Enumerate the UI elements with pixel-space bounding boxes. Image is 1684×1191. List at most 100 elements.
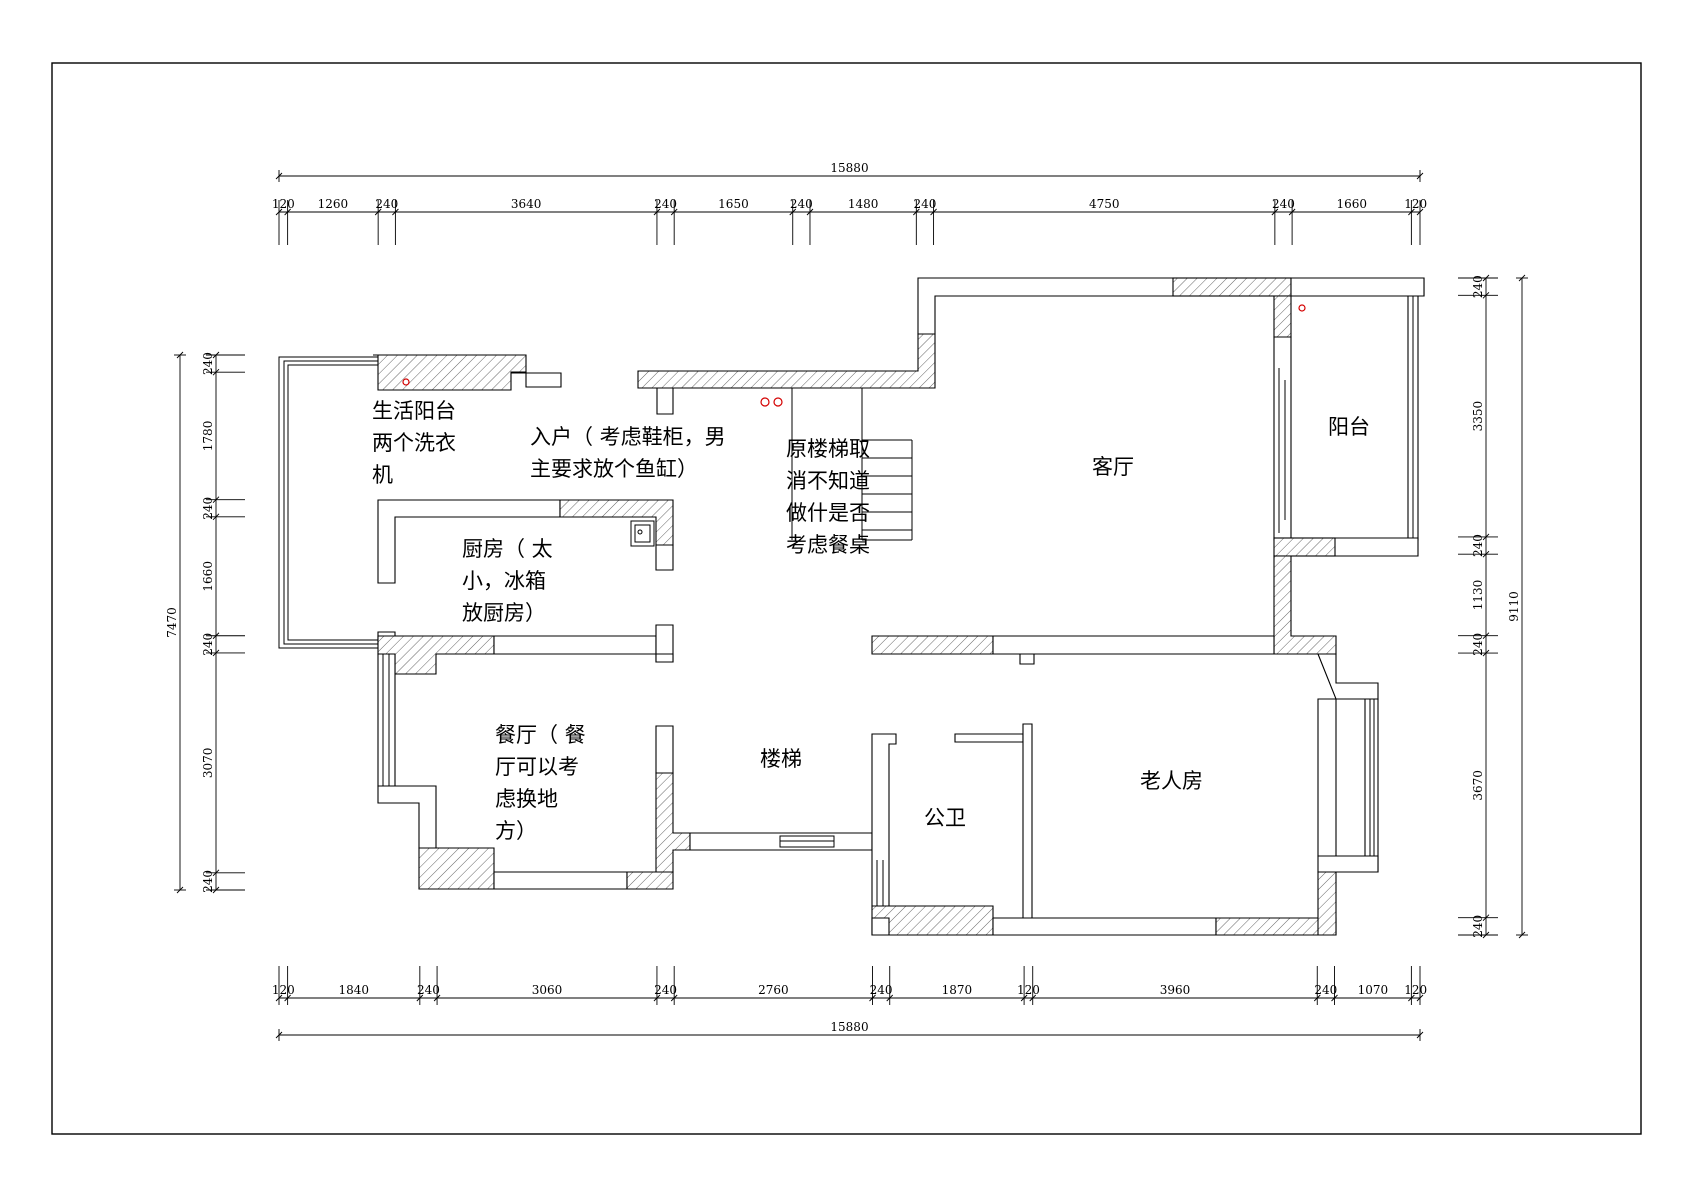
dimension-label: 240 <box>1471 275 1485 298</box>
dimension-tick <box>1408 994 1415 1002</box>
dimension-tick <box>653 994 661 1002</box>
dimension-tick <box>284 208 291 216</box>
dimension-tick <box>284 994 291 1002</box>
room-label-kitchen: 厨房（ 太 小，冰箱 放厨房） <box>462 537 559 625</box>
dimension-tick <box>913 208 920 216</box>
wall-segment <box>871 635 994 655</box>
dimension-label: 1070 <box>1358 983 1389 997</box>
dimension-tick <box>1482 914 1490 922</box>
dimension-label: 15880 <box>830 161 868 175</box>
wall-segment <box>954 733 1024 743</box>
dimension-label: 2760 <box>758 983 789 997</box>
dimension-tick <box>1020 994 1028 1002</box>
wall-segment <box>1273 336 1292 541</box>
wall-segment <box>559 499 674 546</box>
drain-marker <box>773 397 783 407</box>
dimension-tick <box>212 649 220 657</box>
living-balcony-rail <box>278 356 378 649</box>
dimension-tick <box>1408 208 1415 216</box>
dimension-label: 240 <box>1272 197 1295 211</box>
wall-segment <box>1290 277 1425 297</box>
dimension-label: 240 <box>1471 915 1485 938</box>
wall-segment <box>493 871 628 890</box>
wall-segment <box>493 635 657 655</box>
dimension-label: 3640 <box>511 197 542 211</box>
dimension-label: 9110 <box>1507 591 1521 622</box>
wall-segment <box>377 785 437 849</box>
dimension-label: 240 <box>201 870 215 893</box>
dimension-tick <box>1331 994 1338 1002</box>
dimension-label: 240 <box>1471 633 1485 656</box>
wall-segment <box>626 871 674 890</box>
wall-segment <box>1317 653 1379 700</box>
room-label-living-balcony: 生活阳台 两个洗衣 机 <box>372 399 463 487</box>
drain-marker <box>760 397 770 407</box>
room-label-living-room: 客厅 <box>1092 455 1134 479</box>
dimension-label: 3070 <box>201 748 215 779</box>
dimension-label: 4750 <box>1089 197 1120 211</box>
dimension-label: 240 <box>654 197 677 211</box>
wall-segment <box>1172 277 1292 297</box>
dimension-label: 240 <box>201 352 215 375</box>
dimension-label: 240 <box>201 633 215 656</box>
dimension-tick <box>670 208 678 216</box>
dimension-label: 120 <box>1404 197 1427 211</box>
room-label-elder-room: 老人房 <box>1140 769 1203 793</box>
dimension-tick <box>392 208 399 216</box>
wall-segment <box>1364 698 1379 873</box>
dimension-label: 1840 <box>338 983 369 997</box>
dimension-tick <box>1482 649 1490 657</box>
dimension-label: 3960 <box>1160 983 1191 997</box>
dimension-tick <box>930 208 937 216</box>
dimension-label: 240 <box>913 197 936 211</box>
dimension-tick <box>1416 994 1424 1002</box>
room-label-bathroom: 公卫 <box>924 806 966 830</box>
wall-segment <box>1273 537 1336 557</box>
wall-segment <box>1273 555 1337 655</box>
dimension-tick <box>1288 208 1296 216</box>
dimension-label: 120 <box>272 197 295 211</box>
dimension-tick <box>869 994 876 1002</box>
wall-segment <box>637 333 936 389</box>
dimension-tick <box>212 886 220 894</box>
dimension-label: 240 <box>1314 983 1337 997</box>
dimension-label: 240 <box>654 983 677 997</box>
dimension-tick <box>275 994 283 1002</box>
wall-segment <box>992 635 1275 655</box>
dimension-tick <box>1482 274 1490 282</box>
dimension-tick <box>275 208 283 216</box>
dimension-tick <box>212 869 220 877</box>
walls <box>278 277 1425 936</box>
dimension-label: 120 <box>272 983 295 997</box>
dimension-label: 1660 <box>201 561 215 592</box>
room-label-old-stair: 原楼梯取 消不知道 做什是否 考虑餐桌 <box>786 437 877 557</box>
wall-segment <box>871 733 897 907</box>
wall-segment <box>1317 698 1337 857</box>
wall-segment <box>992 917 1217 936</box>
dimension-tick <box>806 208 814 216</box>
dimension-label: 1870 <box>942 983 973 997</box>
wall-segment <box>655 725 674 774</box>
drain-marker <box>1298 304 1306 312</box>
dimension-label: 1660 <box>1336 197 1367 211</box>
dimension-tick <box>212 513 220 521</box>
dimension-label: 240 <box>201 497 215 520</box>
wall-segment <box>418 847 495 890</box>
wall-segment <box>1019 653 1035 665</box>
wall-segment <box>1317 855 1379 873</box>
dimension-tick <box>433 994 441 1002</box>
dimension-label: 1480 <box>848 197 879 211</box>
wall-segment <box>510 371 562 388</box>
wall-segment <box>373 354 527 391</box>
dimension-label: 240 <box>375 197 398 211</box>
dimension-tick <box>789 208 797 216</box>
wall-segment <box>656 387 674 415</box>
dimension-tick <box>212 351 220 359</box>
dimension-label: 120 <box>1017 983 1040 997</box>
dimension-label: 15880 <box>830 1020 868 1034</box>
drain-marker <box>402 378 410 386</box>
